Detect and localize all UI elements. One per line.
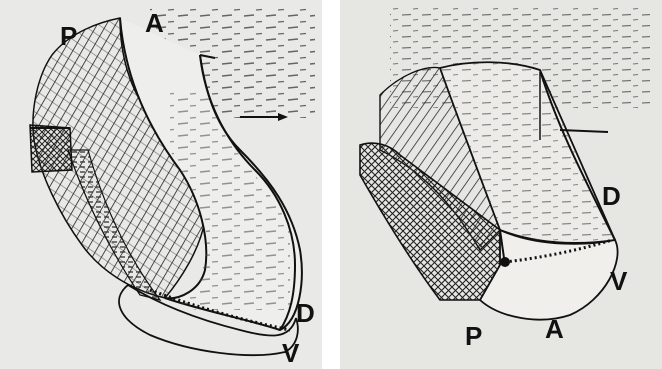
- cross-section-ellipse: [480, 230, 618, 320]
- label-P: P: [465, 321, 482, 351]
- label-D: D: [602, 181, 621, 211]
- label-V: V: [610, 266, 628, 296]
- label-V: V: [282, 338, 300, 368]
- left-diagram-svg: P A D V: [0, 0, 322, 369]
- section-dot: [500, 257, 510, 267]
- diagram-panel-right: D V P A: [340, 0, 662, 369]
- diagram-panel-left: P A D V: [0, 0, 322, 369]
- left-block: [30, 125, 72, 172]
- label-D: D: [296, 298, 315, 328]
- label-A: A: [145, 8, 164, 38]
- label-P: P: [60, 21, 77, 51]
- label-A: A: [545, 314, 564, 344]
- right-diagram-svg: D V P A: [340, 0, 662, 369]
